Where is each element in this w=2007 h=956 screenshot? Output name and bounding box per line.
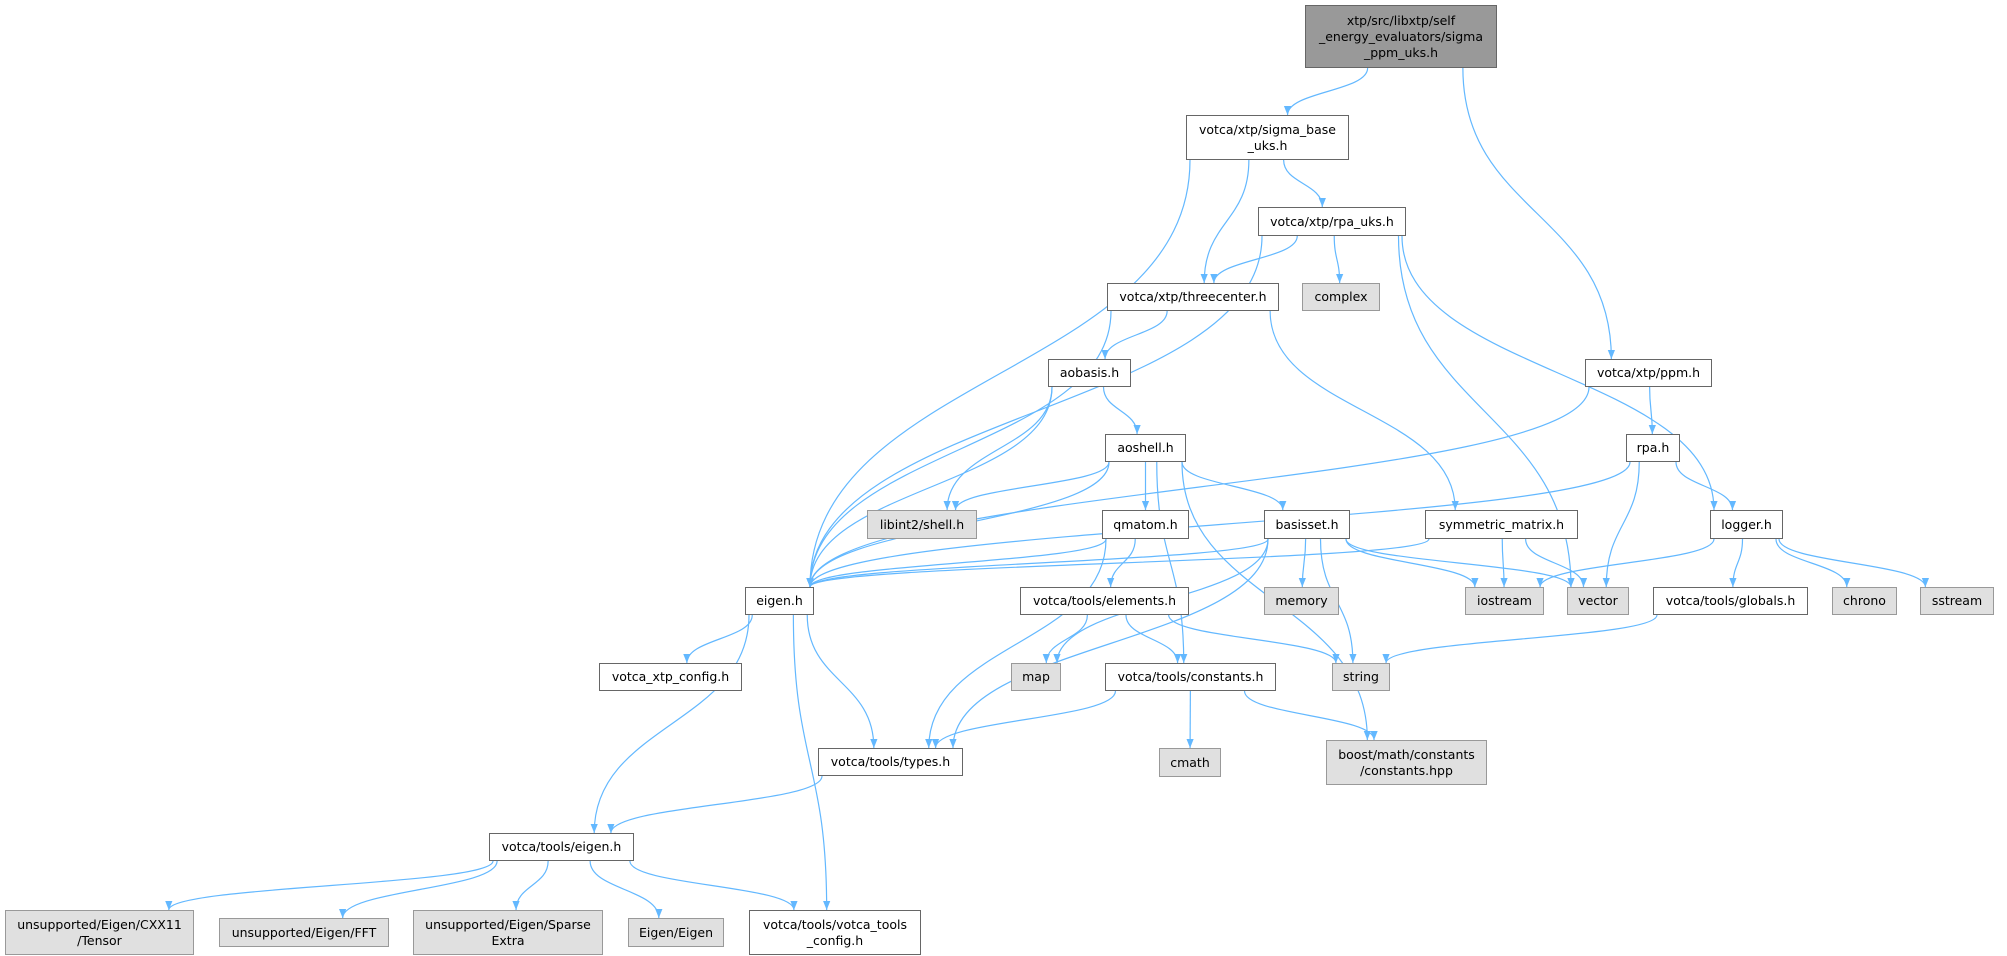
node-ppm[interactable]: votca/xtp/ppm.h (1585, 359, 1712, 387)
node-iostream: iostream (1465, 587, 1544, 615)
node-logger[interactable]: logger.h (1710, 510, 1783, 539)
edge-logger-to-chrono (1775, 538, 1851, 588)
edge-root-to-ppm (1462, 67, 1615, 360)
edge-threecenter-to-aobasis (1101, 310, 1168, 360)
node-aoshell[interactable]: aoshell.h (1105, 434, 1186, 462)
edge-aoshell-to-basisset (1181, 461, 1287, 511)
edge-rpa_uks-to-threecenter (1210, 235, 1298, 284)
edge-basisset-to-types (949, 538, 1269, 749)
edge-qmatom-to-types (925, 538, 1107, 749)
edge-aoshell-to-libint2 (951, 461, 1110, 511)
node-sparse: unsupported/Eigen/Sparse Extra (413, 910, 603, 955)
edge-constants-to-types (931, 690, 1117, 749)
edge-ppm-to-eigen (806, 386, 1590, 588)
node-elements[interactable]: votca/tools/elements.h (1020, 587, 1189, 615)
node-fft: unsupported/Eigen/FFT (219, 918, 389, 947)
node-tools-config[interactable]: votca/tools/votca_tools _config.h (749, 910, 921, 955)
node-libint2: libint2/shell.h (867, 510, 977, 539)
node-aobasis[interactable]: aobasis.h (1048, 359, 1131, 387)
edge-tools_eigen-to-cxx11 (165, 860, 494, 911)
node-symmetric-matrix[interactable]: symmetric_matrix.h (1425, 510, 1578, 539)
edge-eigen-to-tools_config (792, 614, 831, 911)
edge-tools_eigen-to-fft (339, 860, 498, 919)
edge-symmetric_matrix-to-iostream (1500, 538, 1508, 588)
edge-logger-to-iostream (1536, 538, 1715, 588)
edge-basisset-to-eigen (806, 538, 1269, 588)
node-sstream: sstream (1920, 587, 1994, 615)
edge-aobasis-to-libint2 (943, 386, 1053, 511)
edge-aobasis-to-aoshell (1102, 386, 1141, 435)
edge-elements-to-string (1168, 614, 1340, 664)
edge-rpa-to-logger (1675, 461, 1737, 511)
edge-logger-to-globals (1729, 538, 1744, 588)
node-threecenter[interactable]: votca/xtp/threecenter.h (1107, 283, 1279, 311)
node-eigen[interactable]: eigen.h (745, 587, 814, 615)
edge-eigen-to-xtp_config (683, 614, 753, 664)
node-vector: vector (1567, 587, 1629, 615)
node-boost: boost/math/constants /constants.hpp (1326, 740, 1487, 785)
edge-basisset-to-memory (1298, 538, 1307, 588)
edge-aobasis-to-eigen (806, 386, 1053, 588)
node-root[interactable]: xtp/src/libxtp/self _energy_evaluators/s… (1305, 5, 1497, 68)
edge-basisset-to-iostream (1345, 538, 1479, 588)
node-string: string (1332, 663, 1390, 691)
edge-rpa_uks-to-complex (1333, 235, 1344, 284)
edge-elements-to-constants (1125, 614, 1182, 664)
edge-rpa-to-vector (1602, 461, 1640, 588)
edge-sigma_base-to-eigen (806, 159, 1191, 588)
edge-tools_eigen-to-eigen_eigen (589, 860, 663, 919)
edge-eigen-to-tools_eigen (590, 614, 750, 834)
node-qmatom[interactable]: qmatom.h (1102, 510, 1189, 539)
node-types[interactable]: votca/tools/types.h (818, 748, 963, 776)
edge-symmetric_matrix-to-vector (1525, 538, 1588, 588)
edge-types-to-tools_eigen (607, 775, 823, 834)
edge-sigma_base-to-rpa_uks (1283, 159, 1326, 208)
edge-eigen-to-types (806, 614, 878, 749)
edge-globals-to-string (1382, 614, 1658, 664)
edge-tools_eigen-to-sparse (512, 860, 549, 911)
node-complex: complex (1302, 283, 1380, 311)
edge-rpa_uks-to-logger (1401, 235, 1718, 511)
edge-basisset-to-vector (1345, 538, 1575, 588)
node-memory: memory (1264, 587, 1339, 615)
node-constants[interactable]: votca/tools/constants.h (1105, 663, 1276, 691)
edge-aoshell-to-constants (1156, 461, 1188, 664)
node-rpa-uks[interactable]: votca/xtp/rpa_uks.h (1258, 207, 1406, 236)
node-cxx11: unsupported/Eigen/CXX11 /Tensor (5, 910, 194, 955)
edge-symmetric_matrix-to-eigen (806, 538, 1430, 588)
edge-ppm-to-rpa (1648, 386, 1656, 435)
node-eigen-eigen: Eigen/Eigen (628, 918, 724, 947)
edge-sigma_base-to-threecenter (1200, 159, 1250, 284)
node-xtp-config[interactable]: votca_xtp_config.h (599, 663, 742, 691)
edge-threecenter-to-eigen (806, 310, 1112, 588)
edge-elements-to-map (1042, 614, 1088, 664)
edge-logger-to-sstream (1778, 538, 1929, 588)
node-globals[interactable]: votca/tools/globals.h (1653, 587, 1808, 615)
node-rpa[interactable]: rpa.h (1626, 434, 1680, 462)
node-tools-eigen[interactable]: votca/tools/eigen.h (489, 833, 634, 861)
node-chrono: chrono (1832, 587, 1897, 615)
edge-root-to-sigma_base (1283, 67, 1369, 116)
edge-rpa-to-eigen (806, 461, 1631, 588)
edge-tools_eigen-to-tools_config (629, 860, 798, 911)
node-map: map (1011, 663, 1061, 691)
node-basisset[interactable]: basisset.h (1264, 510, 1350, 539)
node-sigma-base[interactable]: votca/xtp/sigma_base _uks.h (1186, 115, 1349, 160)
edge-constants-to-boost (1243, 690, 1378, 741)
edge-threecenter-to-symmetric_matrix (1269, 310, 1459, 511)
edge-qmatom-to-eigen (806, 538, 1107, 588)
node-cmath: cmath (1159, 748, 1221, 777)
